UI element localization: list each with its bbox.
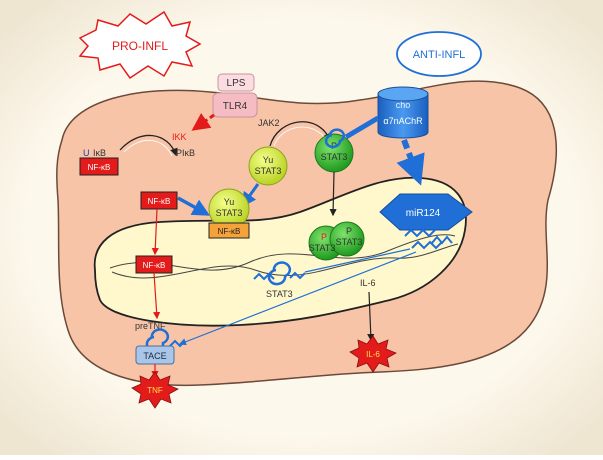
anti-infl-oval [396, 31, 482, 77]
nfkb-label-2: NF-κB [148, 197, 171, 206]
pstat3-nucleus-arrow [329, 171, 337, 217]
tlr4-box [212, 92, 258, 118]
cho-label: cho [396, 100, 411, 110]
mir124-shape [379, 193, 473, 231]
u-label: U [83, 148, 90, 158]
p-ikb-label: PIκB [176, 148, 195, 158]
p-label-2: P [321, 232, 327, 242]
stat3-label-5: STAT3 [336, 237, 363, 247]
nfkb-nucleus-arrow [151, 208, 159, 256]
nfkb-box-free [140, 191, 178, 210]
stat3-label-1: STAT3 [255, 166, 282, 176]
mir124-squiggle-2 [411, 240, 443, 250]
stat3-mrna-coil [267, 261, 292, 286]
il6-burst [349, 335, 397, 373]
nfkb-label-4: NF-κB [218, 227, 241, 236]
tnf-label: TNF [147, 386, 163, 395]
pro-infl-starburst [78, 10, 202, 80]
jak2-label: JAK2 [258, 118, 280, 128]
ikk-label: IKK [172, 132, 187, 142]
yu-stat3-node [248, 146, 288, 186]
nfkb-box-cytoplasm [79, 157, 119, 176]
dna-strand-1 [109, 234, 456, 271]
receptor-mir124-arrow [396, 138, 425, 186]
nfkb-yu-arrow [177, 196, 211, 216]
stat3-label-2: STAT3 [216, 208, 243, 218]
mir124-squiggle-3 [431, 235, 453, 245]
mir124-pretnf-line [178, 251, 417, 346]
stat3-label-4: STAT3 [309, 243, 336, 253]
stat3-inhibitor-coil [324, 128, 346, 149]
a7nachr-top [377, 86, 429, 102]
lps-label: LPS [227, 78, 246, 89]
ikb-label: IκB [93, 148, 106, 158]
nfkb-box-complex [208, 222, 250, 239]
anti-infl-label: ANTI-INFL [413, 49, 466, 61]
ikb-release-arrow [119, 134, 178, 157]
mir124-squiggle-1 [404, 228, 436, 238]
receptor-stat3-line [344, 115, 380, 140]
tlr4-ikk-arrow [191, 113, 215, 131]
jak2-phosphorylation-arrow [269, 121, 332, 147]
mir124-label: miR124 [406, 208, 441, 219]
stat3-mrna-label: STAT3 [266, 289, 293, 299]
nucleus [93, 176, 467, 327]
il6-burst-label: IL-6 [366, 350, 380, 359]
nfkb-label-3: NF-κB [143, 261, 166, 270]
pretnf-coil [145, 328, 170, 353]
mir124-stat3-line [304, 248, 411, 273]
pro-infl-label: PRO-INFL [112, 39, 168, 53]
jak2-phosphorylation-arrow-inner [273, 126, 327, 147]
pretnf-label: preTNF [135, 321, 166, 331]
nfkb-pretnf-arrow [153, 272, 161, 320]
lps-box [217, 73, 255, 92]
ikb-release-arrow-inner [123, 139, 173, 157]
yu-label-2: Yu [224, 197, 235, 207]
il6-label: IL-6 [360, 278, 376, 288]
p-label-3: P [346, 226, 352, 236]
pretnf-squiggle [169, 339, 186, 348]
tace-label: TACE [143, 351, 166, 361]
nfkb-label-1: NF-κB [88, 163, 111, 172]
il6-arrow [367, 291, 375, 342]
a7nachr-label: α7nAChR [383, 116, 423, 126]
tnf-burst [131, 371, 179, 409]
yu-label-1: Yu [263, 155, 274, 165]
tlr4-label: TLR4 [223, 101, 248, 112]
p-stat3-dimer-2 [329, 221, 365, 257]
stat3-mrna-squiggle [253, 271, 306, 281]
stat3-label-3: STAT3 [321, 152, 348, 162]
